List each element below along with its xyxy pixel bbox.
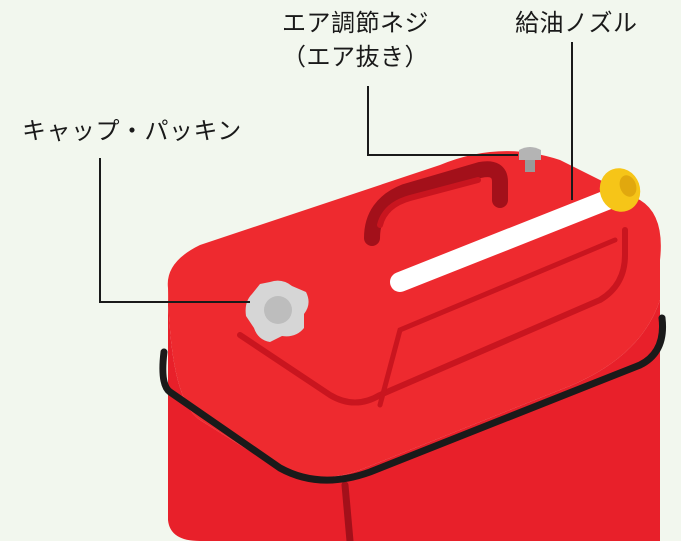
leader-line-air-screw — [367, 86, 518, 156]
can-handle-highlight — [377, 177, 481, 228]
label-nozzle: 給油ノズル — [515, 9, 638, 37]
can-top-rim — [237, 227, 628, 406]
leader-line-cap — [99, 158, 250, 303]
label-air-screw-line1: エア調節ネジ — [282, 9, 429, 37]
label-air-screw-line2: （エア抜き） — [282, 43, 429, 71]
can-front-face — [168, 288, 660, 541]
nozzle-pipe — [390, 188, 622, 292]
label-cap: キャップ・パッキン — [22, 117, 242, 145]
can-strap — [159, 314, 667, 484]
air-screw-head — [519, 147, 541, 160]
nozzle-tip-hole — [619, 175, 637, 197]
cap-center — [264, 296, 292, 324]
air-screw-stem — [525, 158, 535, 172]
can-front-seam — [341, 481, 354, 541]
can-handle — [364, 161, 508, 246]
can-side-crease — [377, 237, 618, 408]
